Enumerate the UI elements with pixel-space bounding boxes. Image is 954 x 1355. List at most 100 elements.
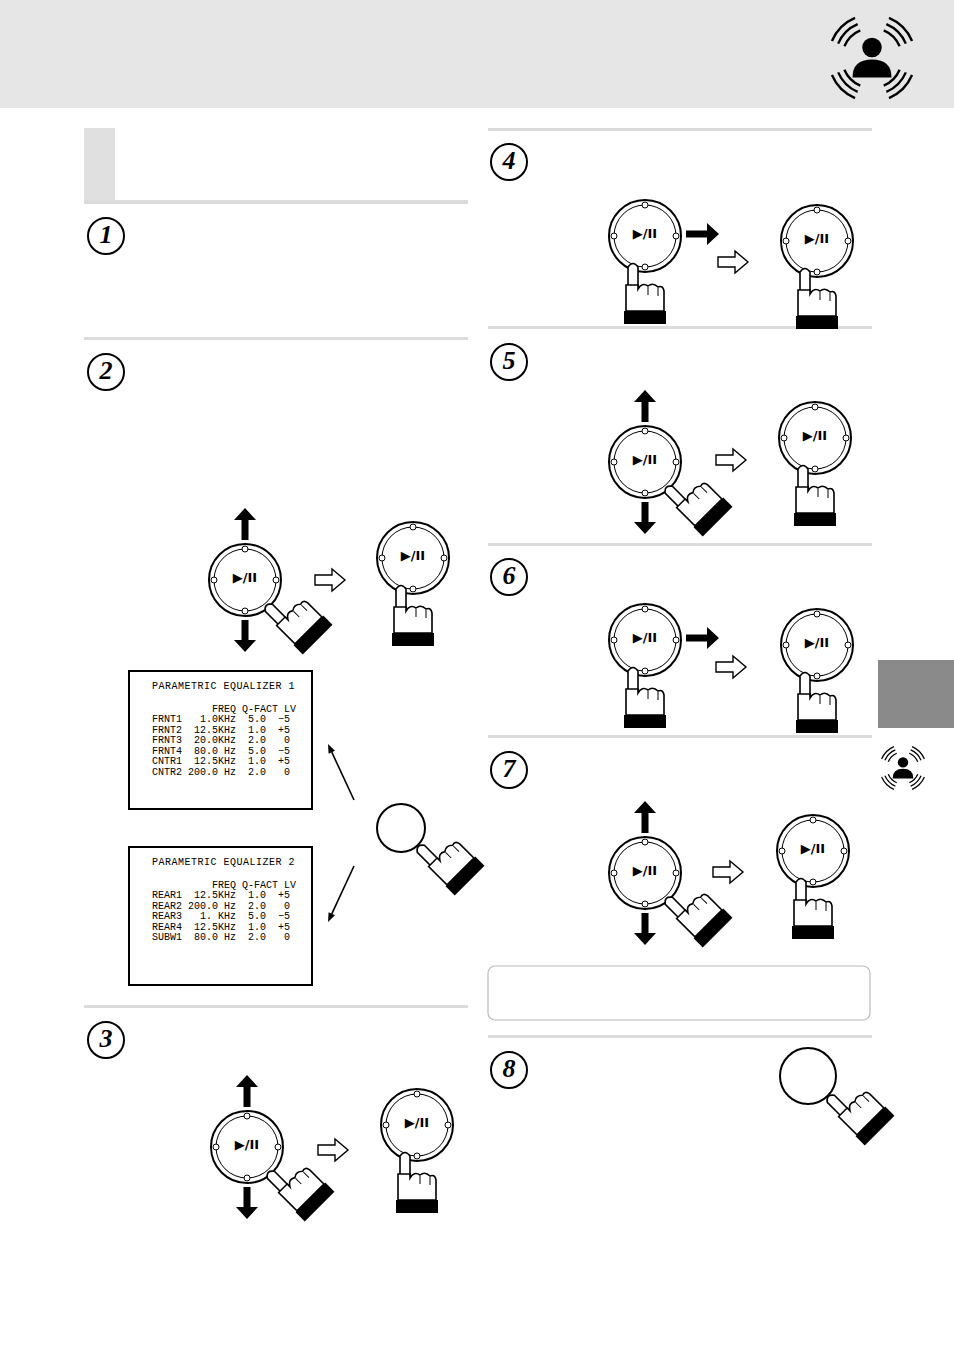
surround-icon [832, 18, 912, 98]
play-pause-button [777, 815, 849, 887]
pointing-hand [260, 582, 332, 654]
button-label: ▶/II [792, 230, 842, 246]
direction-arrow [634, 801, 656, 833]
play-pause-button [781, 205, 853, 277]
step-circle [88, 1022, 124, 1058]
pointing-hand [660, 875, 732, 947]
then-arrow [318, 1139, 348, 1161]
step-number: 3 [89, 1022, 123, 1056]
separator [488, 735, 872, 738]
separator [84, 200, 468, 204]
step-number: 4 [492, 144, 526, 178]
screen-title: PARAMETRIC EQUALIZER 2 [152, 858, 303, 869]
button-label: ▶/II [620, 225, 670, 241]
pointing-hand [624, 668, 666, 729]
screen-display: PARAMETRIC EQUALIZER 2 FREQ Q-FACT LVREA… [128, 846, 313, 986]
header-block [84, 128, 115, 200]
button-label: ▶/II [790, 427, 840, 443]
step-number: 5 [492, 344, 526, 378]
table-row: FRNT3 20.0KHz 2.0 0 [152, 736, 303, 747]
direction-arrow [634, 913, 656, 945]
table-row: REAR1 12.5KHz 1.0 +5 [152, 891, 303, 902]
table-row: FRNT1 1.0KHz 5.0 −5 [152, 715, 303, 726]
direction-arrow [236, 1075, 258, 1107]
button-label: ▶/II [620, 862, 670, 878]
button-label: ▶/II [388, 547, 438, 563]
step-circle [491, 752, 527, 788]
table-row: FREQ Q-FACT LV [152, 705, 303, 716]
pointing-hand [796, 269, 838, 330]
pointing-hand [822, 1073, 894, 1145]
pointing-hand [262, 1149, 334, 1221]
pointing-hand [392, 586, 434, 647]
leader-arrow [332, 752, 354, 800]
round-button [780, 1048, 836, 1104]
separator [488, 128, 872, 131]
play-pause-button [609, 604, 681, 676]
then-arrow [713, 861, 743, 883]
screen-display: PARAMETRIC EQUALIZER 1 FREQ Q-FACT LVFRN… [128, 670, 313, 810]
play-pause-button [381, 1089, 453, 1161]
direction-arrow [234, 620, 256, 652]
then-arrow [716, 656, 746, 678]
separator [488, 543, 872, 546]
step-number: 6 [492, 559, 526, 593]
leader-arrow [332, 866, 354, 914]
button-label: ▶/II [792, 634, 842, 650]
note-box [488, 966, 870, 1020]
play-pause-button [609, 200, 681, 272]
surround-icon [882, 747, 925, 790]
step-circle [88, 354, 124, 390]
separator [84, 1005, 468, 1008]
table-row: CNTR2 200.0 Hz 2.0 0 [152, 768, 303, 779]
table-row: CNTR1 12.5KHz 1.0 +5 [152, 757, 303, 768]
pointing-hand [412, 823, 484, 895]
table-row: FRNT4 80.0 Hz 5.0 −5 [152, 747, 303, 758]
then-arrow [718, 251, 748, 273]
pointing-hand [794, 466, 836, 527]
step-number: 2 [89, 354, 123, 388]
pointing-hand [660, 464, 732, 536]
button-label: ▶/II [620, 451, 670, 467]
then-arrow [315, 569, 345, 591]
table-row: REAR2 200.0 Hz 2.0 0 [152, 902, 303, 913]
pointing-hand [792, 879, 834, 940]
table-row: REAR3 1. KHz 5.0 −5 [152, 912, 303, 923]
pointing-hand [796, 673, 838, 734]
separator [84, 337, 468, 340]
direction-arrow [686, 223, 719, 245]
step-circle [491, 344, 527, 380]
step-circle [88, 218, 124, 254]
play-pause-button [781, 609, 853, 681]
button-label: ▶/II [620, 629, 670, 645]
button-label: ▶/II [222, 1136, 272, 1152]
play-pause-button [377, 522, 449, 594]
side-tab [878, 660, 954, 728]
table-row: FRNT2 12.5KHz 1.0 +5 [152, 726, 303, 737]
pointing-hand [396, 1153, 438, 1214]
button-label: ▶/II [392, 1114, 442, 1130]
step-circle [491, 559, 527, 595]
step-number: 7 [492, 752, 526, 786]
direction-arrow [236, 1187, 258, 1219]
round-button [377, 804, 425, 852]
table-row: FREQ Q-FACT LV [152, 881, 303, 892]
direction-arrow [686, 627, 719, 649]
step-circle [491, 1052, 527, 1088]
table-row: SUBW1 80.0 Hz 2.0 0 [152, 933, 303, 944]
then-arrow [716, 449, 746, 471]
step-number: 8 [492, 1052, 526, 1086]
step-circle [491, 144, 527, 180]
step-number: 1 [89, 218, 123, 252]
top-band [0, 0, 954, 108]
separator [488, 1035, 872, 1038]
pointing-hand [624, 264, 666, 325]
button-label: ▶/II [788, 840, 838, 856]
leader-arrowhead [328, 744, 335, 754]
direction-arrow [634, 502, 656, 534]
table-row: REAR4 12.5KHz 1.0 +5 [152, 923, 303, 934]
button-label: ▶/II [220, 569, 270, 585]
play-pause-button [779, 402, 851, 474]
direction-arrow [634, 390, 656, 422]
direction-arrow [234, 508, 256, 540]
